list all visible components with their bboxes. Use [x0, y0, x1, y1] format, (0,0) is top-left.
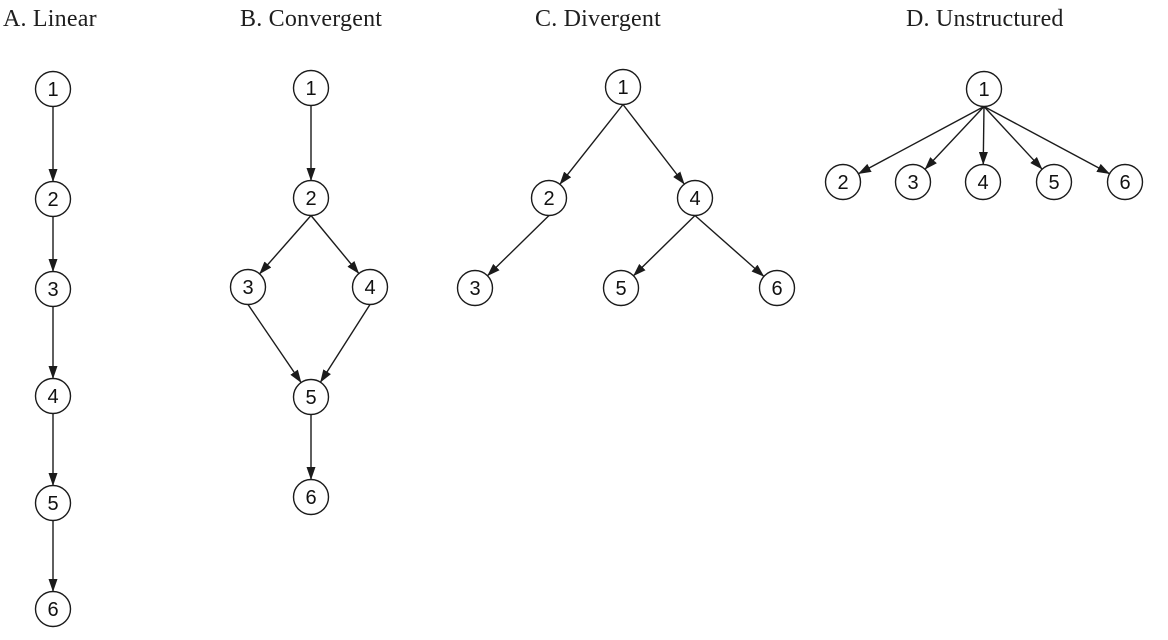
node-label: 3	[47, 279, 58, 301]
node-circle	[34, 70, 72, 108]
edge-1-to-3	[924, 106, 985, 170]
node-label: 6	[771, 278, 782, 300]
node-label: 5	[615, 278, 626, 300]
node-circle	[1106, 163, 1144, 201]
node-label: 6	[1119, 172, 1130, 194]
node-circle	[758, 269, 796, 307]
node-circle	[34, 270, 72, 308]
edge-2-to-4	[310, 215, 360, 274]
graph-node: 6	[34, 590, 72, 628]
graph-node: 1	[604, 68, 642, 106]
node-circle	[351, 268, 389, 306]
node-label: 6	[305, 487, 316, 509]
panel-a-graph: 1 2 3 4 5 6	[34, 70, 72, 628]
node-circle	[676, 179, 714, 217]
node-label: 4	[364, 277, 375, 299]
graph-node: 3	[229, 268, 267, 306]
node-label: 4	[977, 172, 988, 194]
panel-title-divergent: C. Divergent	[535, 6, 661, 32]
node-circle	[292, 478, 330, 516]
graph-node: 1	[292, 69, 330, 107]
node-label: 4	[689, 188, 700, 210]
node-circle	[292, 69, 330, 107]
graph-node: 5	[34, 484, 72, 522]
graph-node: 2	[824, 163, 862, 201]
graph-node: 5	[1035, 163, 1073, 201]
graph-node: 2	[34, 180, 72, 218]
node-circle	[34, 180, 72, 218]
node-label: 3	[242, 277, 253, 299]
graph-node: 1	[34, 70, 72, 108]
edge-1-to-4	[622, 104, 685, 185]
graph-node: 6	[292, 478, 330, 516]
edge-1-to-2	[559, 104, 624, 185]
node-label: 3	[907, 172, 918, 194]
node-circle	[965, 70, 1003, 108]
edge-4-to-5	[319, 304, 371, 383]
graph-node: 2	[530, 179, 568, 217]
panel-title-unstructured: D. Unstructured	[906, 6, 1064, 32]
edge-4-to-6	[694, 214, 765, 277]
node-label: 1	[305, 78, 316, 100]
edge-3-to-5	[247, 304, 302, 383]
graph-node: 3	[34, 270, 72, 308]
panel-d-graph: 1 2 3 4 5 6	[824, 70, 1144, 201]
graph-node: 6	[758, 269, 796, 307]
node-label: 5	[47, 493, 58, 515]
edge-1-to-4	[978, 106, 988, 166]
node-circle	[292, 179, 330, 217]
graph-node: 4	[676, 179, 714, 217]
edge-1-to-2	[857, 105, 985, 175]
node-label: 3	[469, 278, 480, 300]
edge-1-to-6	[983, 105, 1111, 175]
panel-title-convergent: B. Convergent	[240, 6, 383, 32]
graph-node: 2	[292, 179, 330, 217]
graph-node: 4	[34, 377, 72, 415]
panel-c-graph: 1 2 4 3 5 6	[456, 68, 796, 307]
edge-2-to-3	[487, 214, 550, 277]
node-label: 1	[978, 79, 989, 101]
node-label: 4	[47, 386, 58, 408]
panel-b-graph: 1 2 3 4 5 6	[229, 69, 389, 516]
node-circle	[824, 163, 862, 201]
node-circle	[1035, 163, 1073, 201]
node-circle	[456, 269, 494, 307]
node-circle	[602, 269, 640, 307]
node-circle	[34, 590, 72, 628]
edge-2-to-3	[259, 215, 312, 275]
graph-node: 4	[964, 163, 1002, 201]
node-label: 2	[305, 188, 316, 210]
graph-node: 3	[894, 163, 932, 201]
node-circle	[604, 68, 642, 106]
graph-node: 1	[965, 70, 1003, 108]
node-circle	[894, 163, 932, 201]
edge-4-to-5	[633, 214, 696, 277]
node-circle	[964, 163, 1002, 201]
graph-node: 3	[456, 269, 494, 307]
node-label: 2	[543, 188, 554, 210]
graph-node: 5	[602, 269, 640, 307]
node-label: 5	[305, 387, 316, 409]
panel-title-linear: A. Linear	[3, 6, 97, 32]
node-circle	[292, 378, 330, 416]
node-circle	[229, 268, 267, 306]
node-label: 2	[837, 172, 848, 194]
graph-node: 4	[351, 268, 389, 306]
edge-1-to-5	[983, 106, 1043, 170]
graph-node: 5	[292, 378, 330, 416]
node-circle	[530, 179, 568, 217]
node-label: 6	[47, 599, 58, 621]
node-circle	[34, 484, 72, 522]
node-label: 2	[47, 189, 58, 211]
node-label: 1	[47, 79, 58, 101]
node-label: 1	[617, 77, 628, 99]
graph-node: 6	[1106, 163, 1144, 201]
node-label: 5	[1048, 172, 1059, 194]
node-circle	[34, 377, 72, 415]
